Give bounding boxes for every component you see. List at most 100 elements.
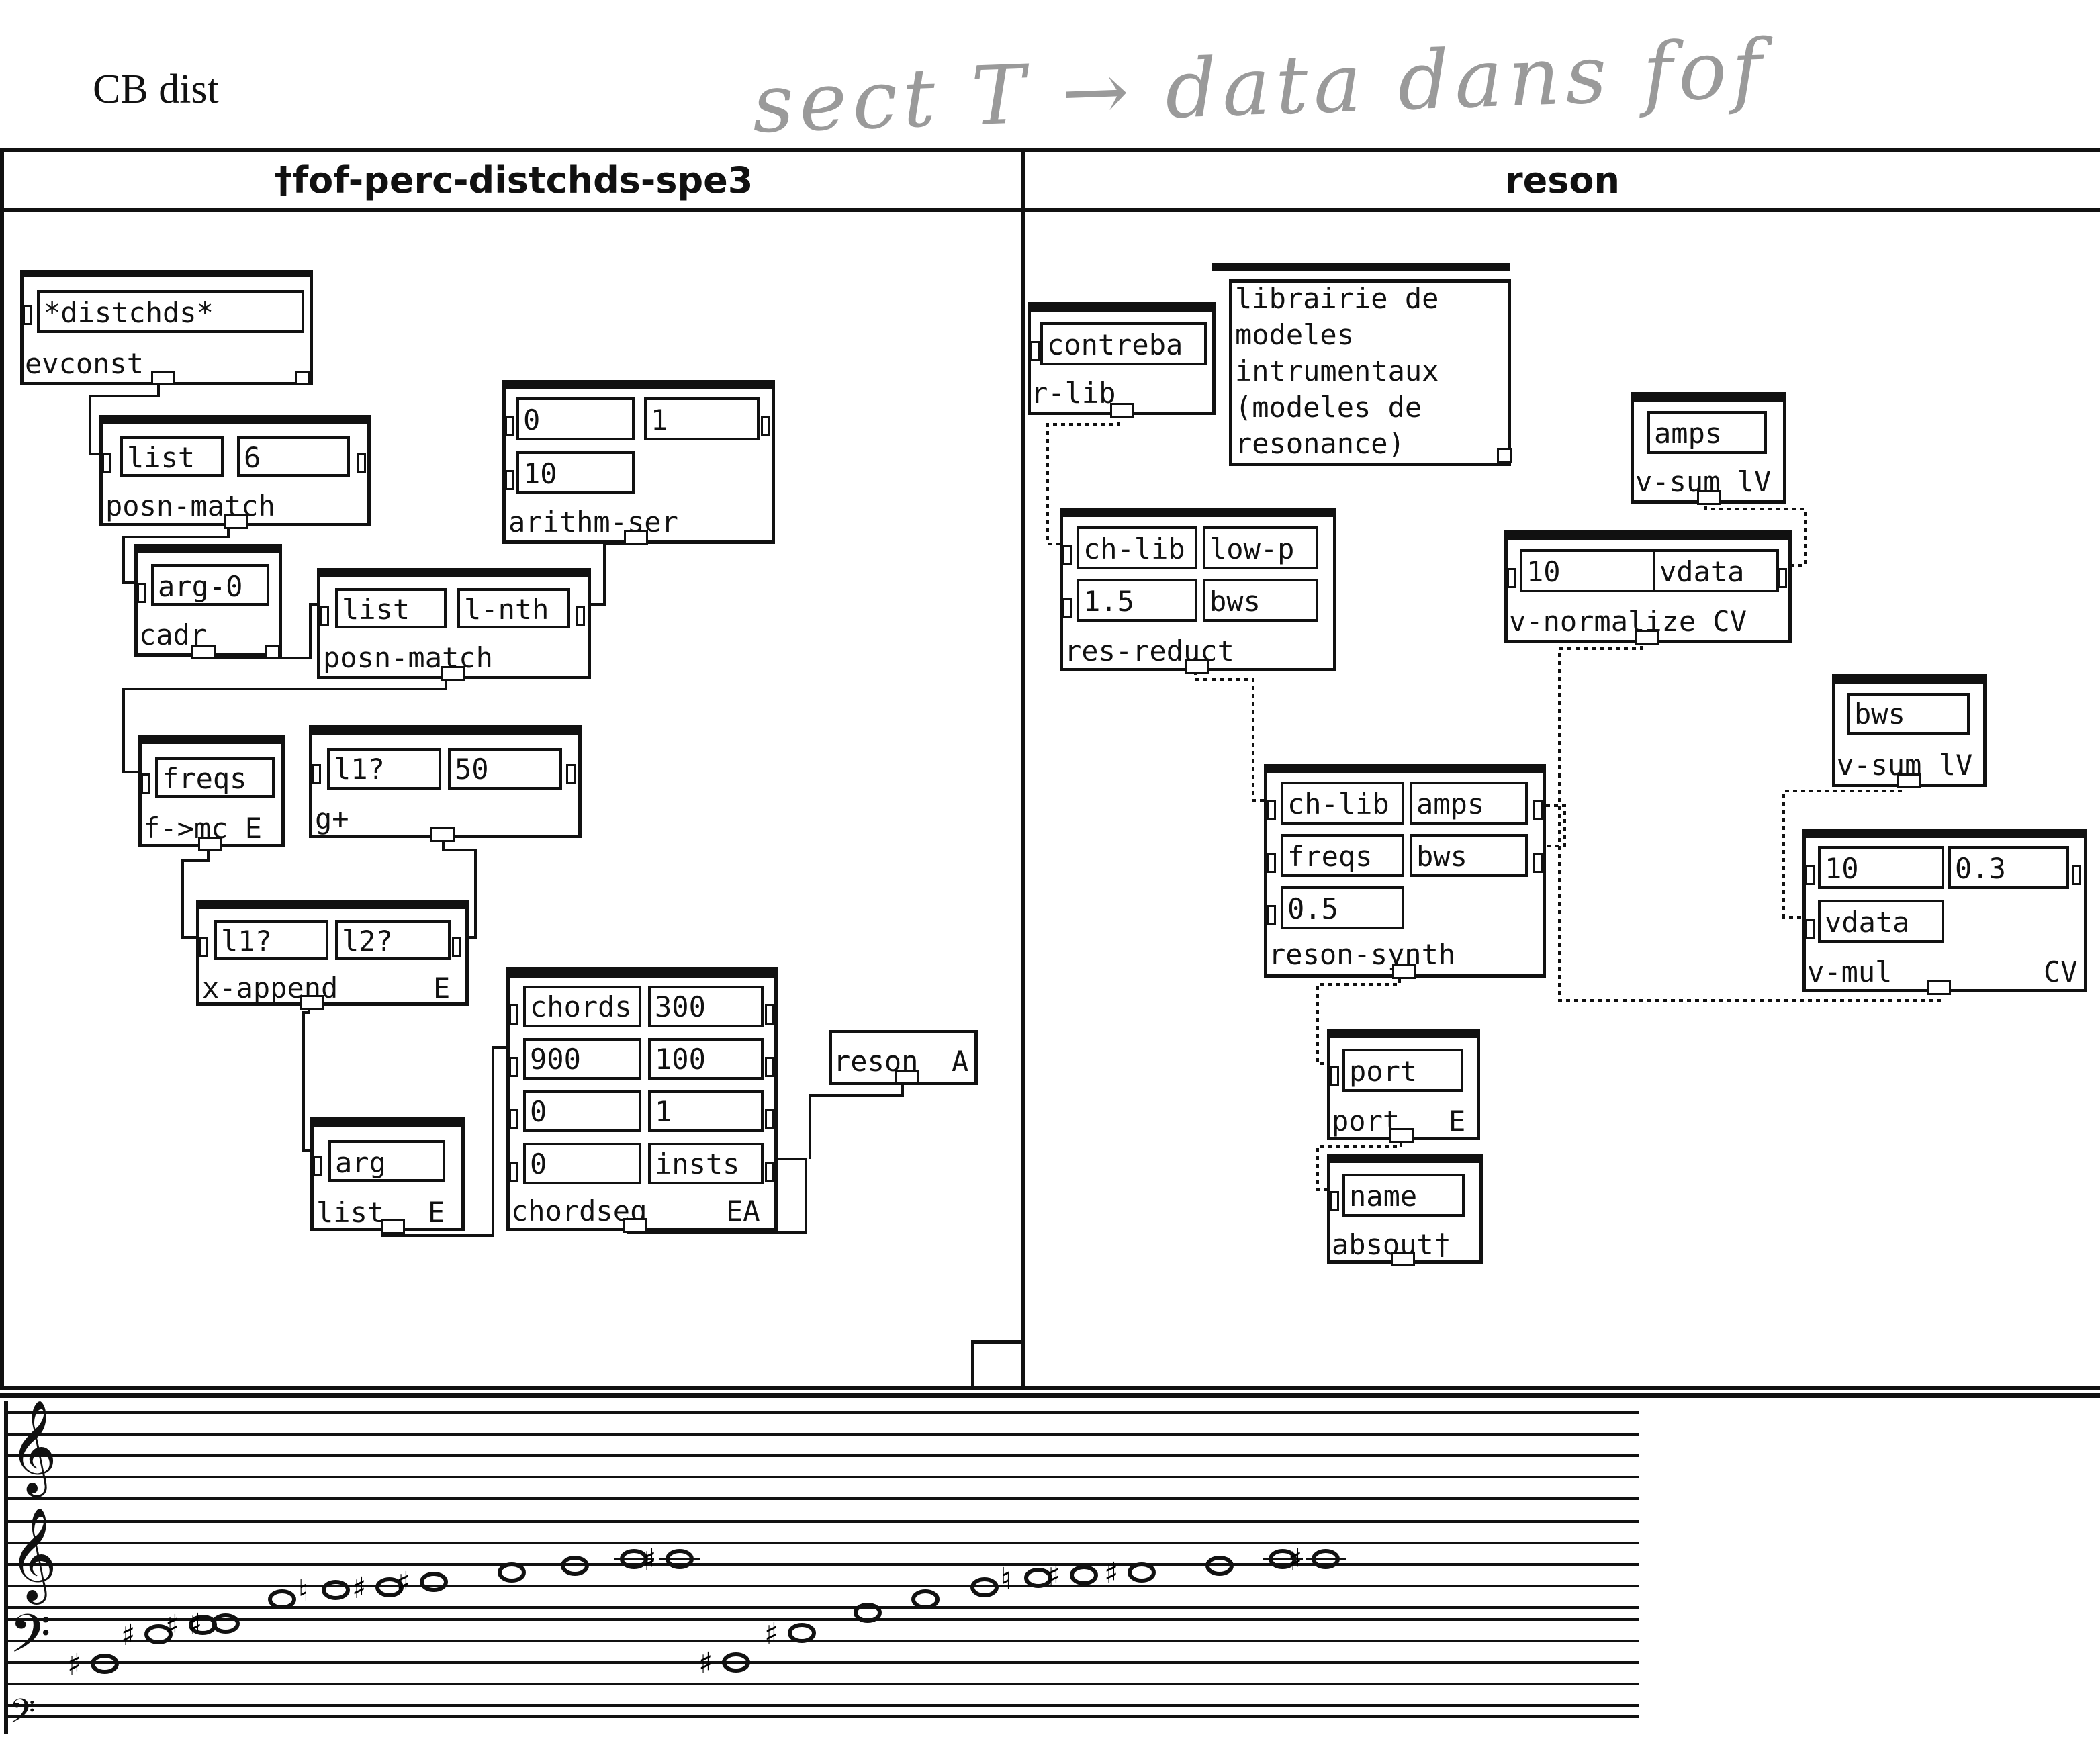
inlet[interactable] bbox=[1267, 800, 1276, 820]
absout-name-field[interactable]: name bbox=[1342, 1174, 1465, 1217]
outlet[interactable] bbox=[381, 1219, 405, 1234]
v-sum-amps-box[interactable]: amps v-sum lV bbox=[1631, 392, 1786, 505]
outlet[interactable] bbox=[1391, 1252, 1415, 1266]
posn-match-box[interactable]: list 6 posn-match bbox=[99, 415, 371, 529]
v-sum-bws-field[interactable]: bws bbox=[1847, 693, 1970, 735]
res-reduct-mode-field[interactable]: low-p bbox=[1203, 526, 1318, 569]
outlet[interactable] bbox=[224, 514, 248, 529]
port-value-field[interactable]: port bbox=[1342, 1049, 1463, 1092]
outlet[interactable] bbox=[1927, 980, 1951, 995]
outlet[interactable] bbox=[151, 371, 175, 385]
chordseq-field-6[interactable]: 1 bbox=[648, 1090, 764, 1132]
chordseq-field-7[interactable]: 0 bbox=[523, 1143, 641, 1184]
chordseq-box[interactable]: chords 300 900 100 0 1 0 insts chordseq … bbox=[506, 967, 778, 1233]
inlet[interactable] bbox=[357, 453, 366, 473]
chordseq-field-3[interactable]: 900 bbox=[523, 1038, 641, 1080]
posn-match-list-field[interactable]: list bbox=[120, 436, 224, 477]
v-mul-vdata-field[interactable]: vdata bbox=[1818, 900, 1944, 943]
f-mc-freqs-field[interactable]: freqs bbox=[155, 757, 275, 798]
r-lib-box[interactable]: contreba r-lib bbox=[1028, 302, 1216, 418]
v-sum-amps-field[interactable]: amps bbox=[1647, 411, 1767, 454]
outlet[interactable] bbox=[1392, 964, 1416, 979]
reson-synth-bws-field[interactable]: bws bbox=[1410, 834, 1528, 877]
resize-corner[interactable] bbox=[1497, 448, 1512, 463]
cadr-box[interactable]: arg-0 cadr bbox=[134, 544, 282, 659]
inlet[interactable] bbox=[23, 305, 32, 325]
cadr-arg-field[interactable]: arg-0 bbox=[151, 564, 269, 606]
evconst-box[interactable]: *distchds* evconst bbox=[20, 270, 313, 385]
inlet[interactable] bbox=[566, 764, 576, 784]
inlet[interactable] bbox=[312, 764, 321, 784]
window-title-left[interactable]: †fof-perc-distchds-spe3 bbox=[4, 152, 1023, 212]
reson-synth-freqs-field[interactable]: freqs bbox=[1281, 834, 1404, 877]
evconst-value-field[interactable]: *distchds* bbox=[37, 290, 304, 333]
inlet[interactable] bbox=[313, 1156, 322, 1176]
outlet[interactable] bbox=[1697, 490, 1721, 505]
res-reduct-factor-field[interactable]: 1.5 bbox=[1077, 579, 1197, 622]
inlet[interactable] bbox=[1805, 919, 1815, 939]
v-normalize-value-field[interactable]: 10 bbox=[1520, 549, 1669, 592]
x-append-l2-field[interactable]: l2? bbox=[335, 920, 451, 960]
grow-box[interactable] bbox=[971, 1340, 1025, 1390]
inlet[interactable] bbox=[1267, 905, 1276, 925]
inlet[interactable] bbox=[141, 773, 150, 794]
outlet[interactable] bbox=[1389, 1128, 1414, 1143]
g-plus-value-field[interactable]: 50 bbox=[448, 748, 562, 790]
chordseq-field-8[interactable]: insts bbox=[648, 1143, 764, 1184]
arithm-ser-step-field[interactable]: 10 bbox=[516, 451, 635, 494]
outlet[interactable] bbox=[1185, 659, 1209, 674]
resize-corner[interactable] bbox=[265, 645, 280, 659]
outlet[interactable] bbox=[441, 666, 465, 681]
chordseq-field-5[interactable]: 0 bbox=[523, 1090, 641, 1132]
inlet[interactable] bbox=[505, 416, 514, 436]
v-mul-factor-field[interactable]: 0.3 bbox=[1948, 846, 2069, 889]
inlet[interactable] bbox=[765, 1109, 774, 1129]
inlet[interactable] bbox=[452, 937, 461, 957]
outlet[interactable] bbox=[895, 1070, 919, 1084]
port-box[interactable]: port port E bbox=[1327, 1029, 1480, 1143]
outlet[interactable] bbox=[1897, 773, 1921, 788]
reson-synth-lib-field[interactable]: ch-lib bbox=[1281, 782, 1404, 825]
posn-match-index-field[interactable]: 6 bbox=[237, 436, 350, 477]
inlet[interactable] bbox=[1030, 341, 1040, 361]
inlet[interactable] bbox=[1507, 568, 1516, 588]
v-mul-value-field[interactable]: 10 bbox=[1818, 846, 1944, 889]
inlet[interactable] bbox=[1062, 598, 1072, 618]
chordseq-field-4[interactable]: 100 bbox=[648, 1038, 764, 1080]
x-append-box[interactable]: l1? l2? x-append E bbox=[196, 900, 469, 1010]
reson-synth-box[interactable]: ch-lib amps freqs bws 0.5 reson-synth bbox=[1264, 764, 1546, 979]
x-append-l1-field[interactable]: l1? bbox=[214, 920, 328, 960]
v-sum-bws-box[interactable]: bws v-sum lV bbox=[1832, 674, 1987, 788]
inlet[interactable] bbox=[320, 606, 329, 626]
v-normalize-box[interactable]: 10 vdata v-normalize CV bbox=[1504, 530, 1792, 645]
outlet[interactable] bbox=[624, 530, 648, 545]
outlet[interactable] bbox=[300, 995, 324, 1010]
inlet[interactable] bbox=[1805, 865, 1815, 885]
inlet[interactable] bbox=[576, 606, 585, 626]
inlet[interactable] bbox=[1533, 853, 1543, 873]
inlet[interactable] bbox=[765, 1057, 774, 1077]
f-mc-box[interactable]: freqs f->mc E bbox=[138, 735, 285, 851]
inlet[interactable] bbox=[509, 1057, 518, 1077]
inlet[interactable] bbox=[1330, 1066, 1339, 1086]
g-plus-l1-field[interactable]: l1? bbox=[327, 748, 441, 790]
chordseq-field-1[interactable]: chords bbox=[523, 986, 641, 1027]
resize-corner[interactable] bbox=[295, 371, 310, 385]
reson-synth-amps-field[interactable]: amps bbox=[1410, 782, 1528, 825]
inlet[interactable] bbox=[1778, 568, 1787, 588]
list-arg-field[interactable]: arg bbox=[328, 1140, 445, 1182]
inlet[interactable] bbox=[199, 937, 208, 957]
inlet[interactable] bbox=[765, 1162, 774, 1182]
window-title-right[interactable]: reson bbox=[1025, 152, 2100, 212]
v-normalize-vdata-field[interactable]: vdata bbox=[1653, 549, 1779, 592]
posn-match-box[interactable]: list l-nth posn-match bbox=[317, 568, 591, 681]
inlet[interactable] bbox=[1330, 1191, 1339, 1211]
r-lib-name-field[interactable]: contreba bbox=[1040, 322, 1207, 365]
inlet[interactable] bbox=[509, 1004, 518, 1025]
outlet[interactable] bbox=[198, 837, 222, 851]
v-mul-box[interactable]: 10 0.3 vdata v-mul CV bbox=[1802, 829, 2087, 995]
arithm-ser-begin-field[interactable]: 0 bbox=[516, 397, 635, 440]
g-plus-box[interactable]: l1? 50 g+ bbox=[309, 725, 582, 842]
chordseq-field-2[interactable]: 300 bbox=[648, 986, 764, 1027]
inlet[interactable] bbox=[1062, 545, 1072, 565]
